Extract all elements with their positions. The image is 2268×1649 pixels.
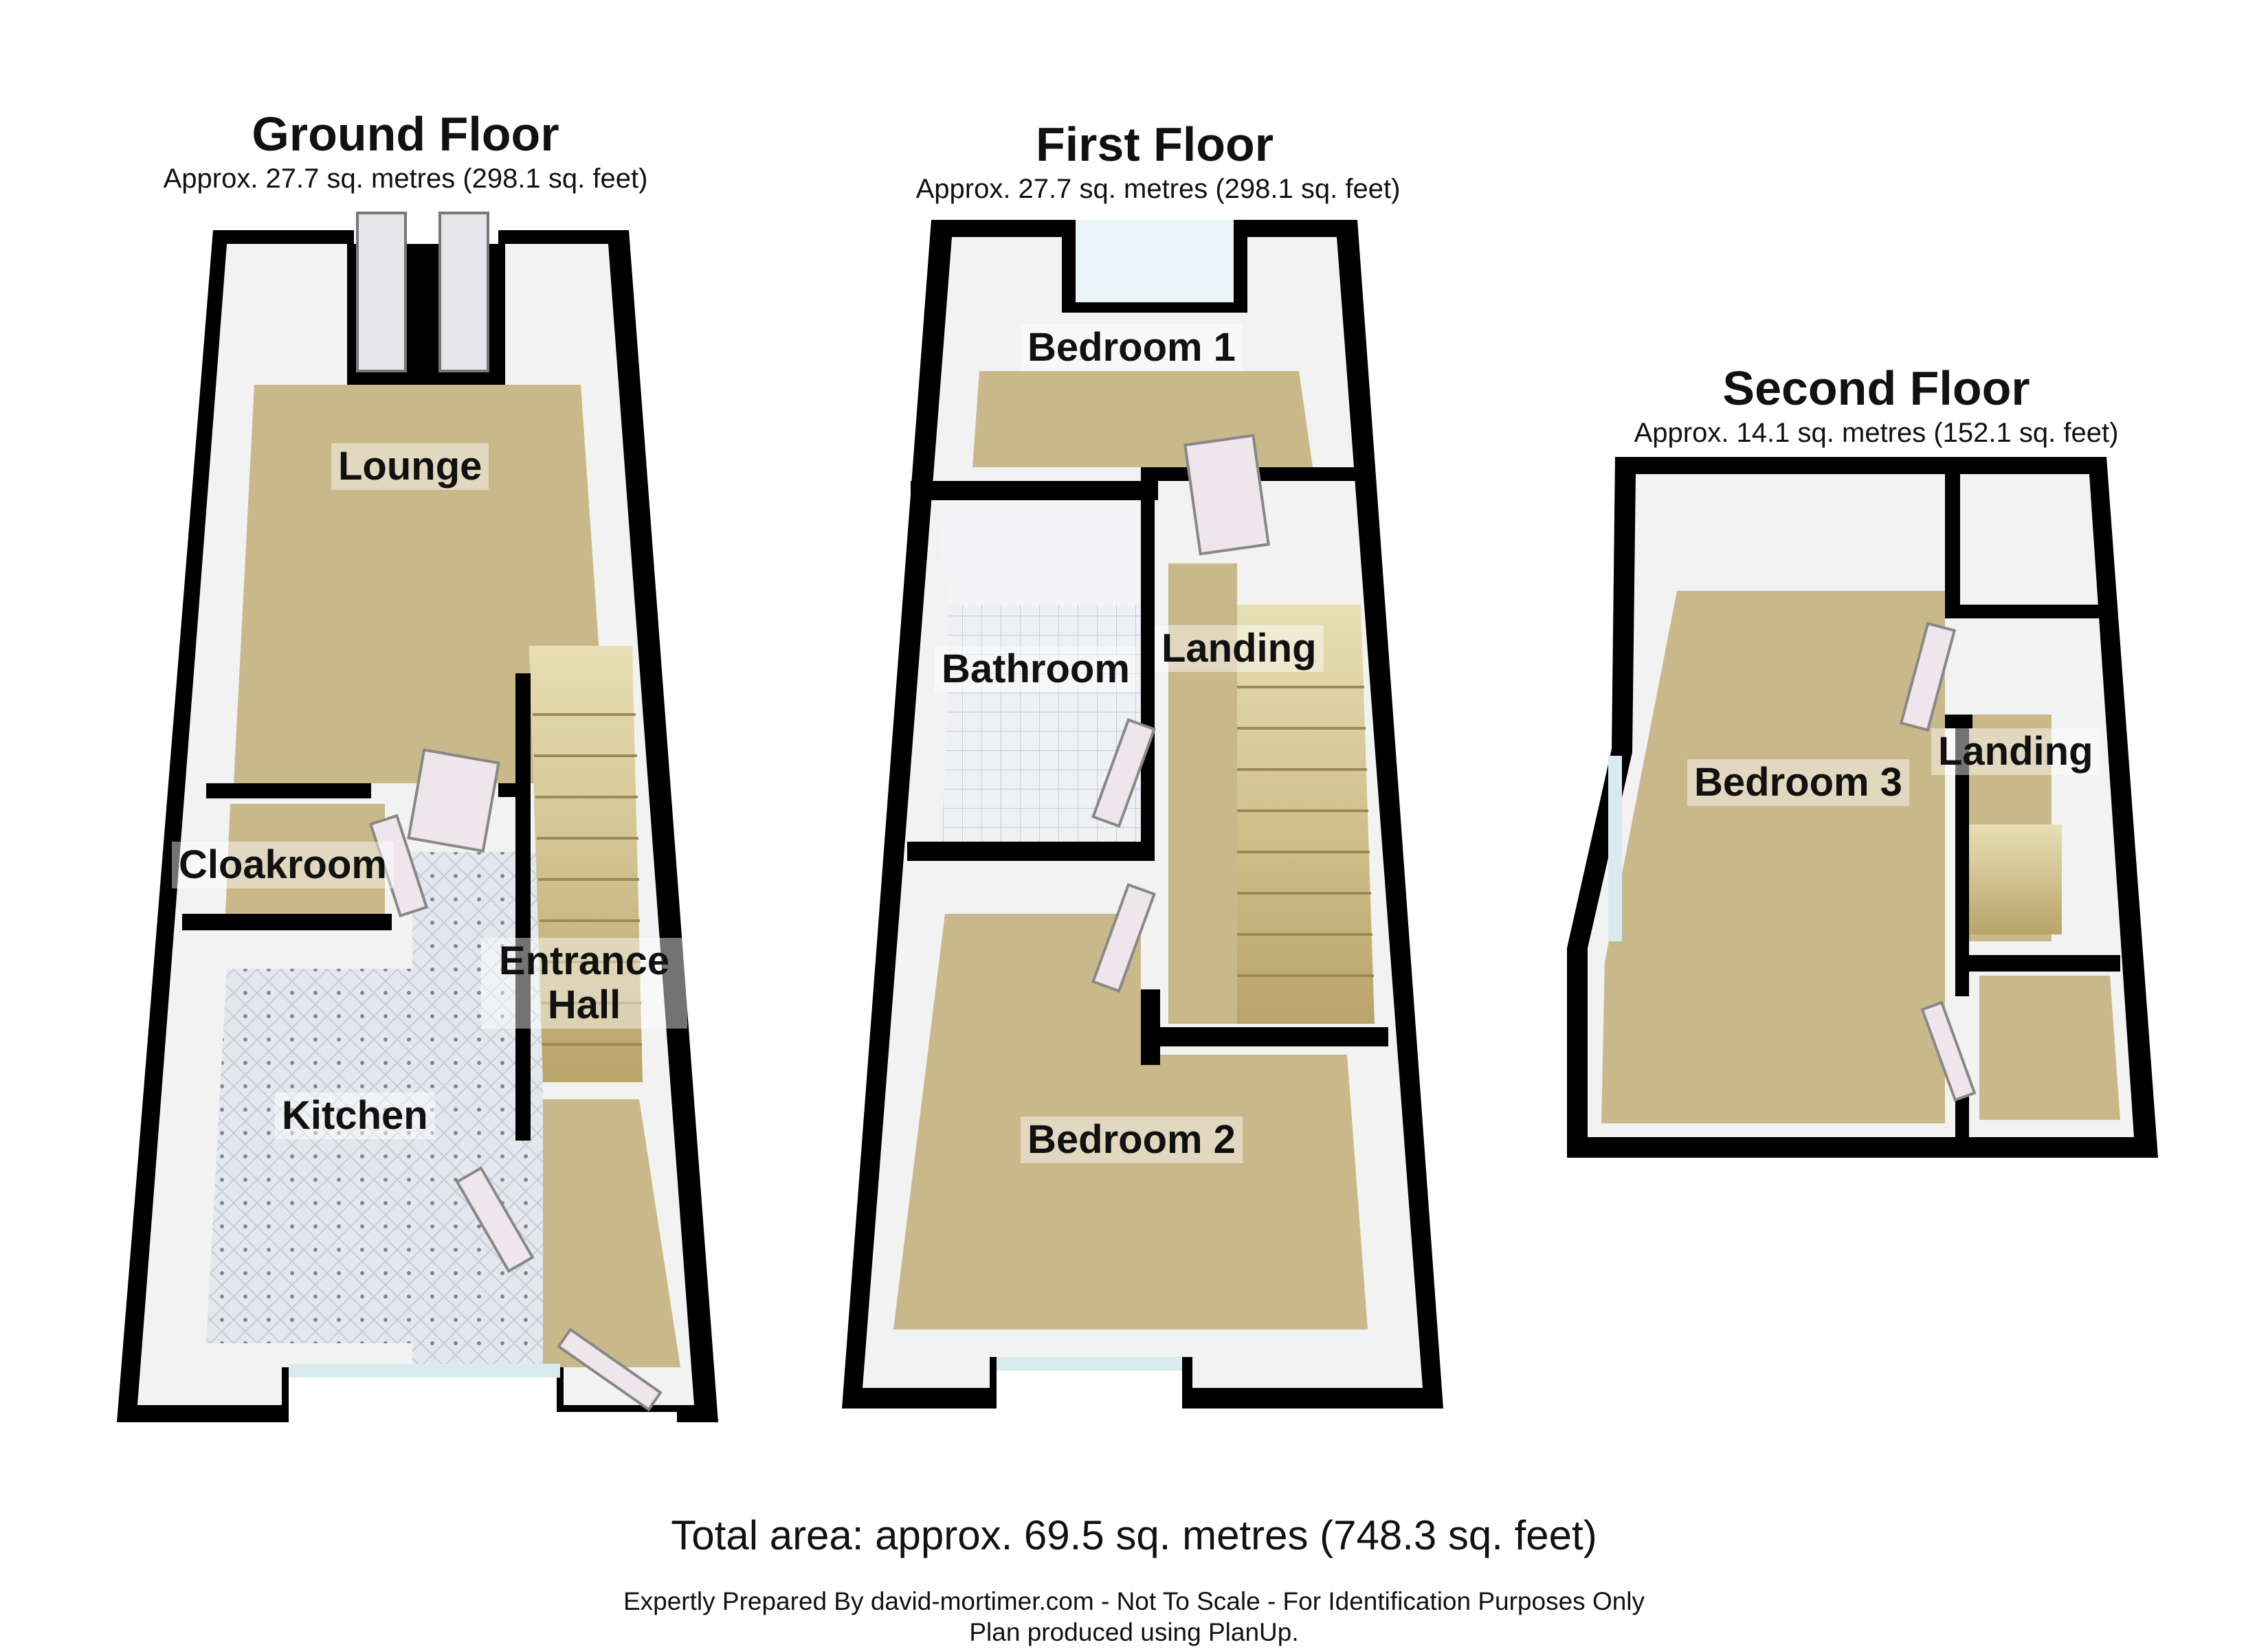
room-label-lounge: Lounge [331, 443, 489, 490]
total-area: Total area: approx. 69.5 sq. metres (748… [671, 1512, 1597, 1558]
room-label-bedroom-2: Bedroom 2 [1021, 1117, 1243, 1163]
room-label-cloakroom: Cloakroom [172, 842, 394, 888]
first-stairs [1237, 605, 1375, 1024]
bedroom1-floor [972, 371, 1313, 467]
lounge-floor [234, 385, 608, 783]
footer-disclaimer: Expertly Prepared By david-mortimer.com … [623, 1587, 1645, 1615]
first-floor-plan [842, 220, 1443, 1409]
room-label-landing-first: Landing [1155, 625, 1324, 672]
ground-floor-plan [117, 212, 718, 1422]
first-floor-title: First Floor [1035, 117, 1274, 171]
bedroom2-floor [893, 914, 1368, 1330]
landing-floor [1168, 563, 1237, 1024]
bedroom3-floor [1601, 591, 1945, 1123]
room-label-bathroom: Bathroom [935, 646, 1137, 693]
second-floor-plan [1567, 457, 2158, 1158]
room-label-landing-second: Landing [1931, 728, 2100, 775]
ground-floor-area: Approx. 27.7 sq. metres (298.1 sq. feet) [163, 164, 648, 194]
first-floor-area: Approx. 27.7 sq. metres (298.1 sq. feet) [915, 174, 1401, 204]
footer-credit: Plan produced using PlanUp. [969, 1618, 1299, 1646]
room-label-entrance-hall: Entrance Hall [481, 938, 687, 1029]
second-stairs [1969, 824, 2062, 934]
room-label-bedroom-1: Bedroom 1 [1021, 324, 1243, 371]
room-label-kitchen: Kitchen [275, 1092, 435, 1139]
bathroom-floor [942, 605, 1141, 842]
ground-floor-title: Ground Floor [252, 107, 559, 161]
cloakroom-floor [225, 804, 385, 914]
second-floor-title: Second Floor [1722, 361, 2030, 415]
second-floor-area: Approx. 14.1 sq. metres (152.1 sq. feet) [1634, 418, 2119, 448]
room-label-bedroom-3: Bedroom 3 [1687, 759, 1909, 806]
